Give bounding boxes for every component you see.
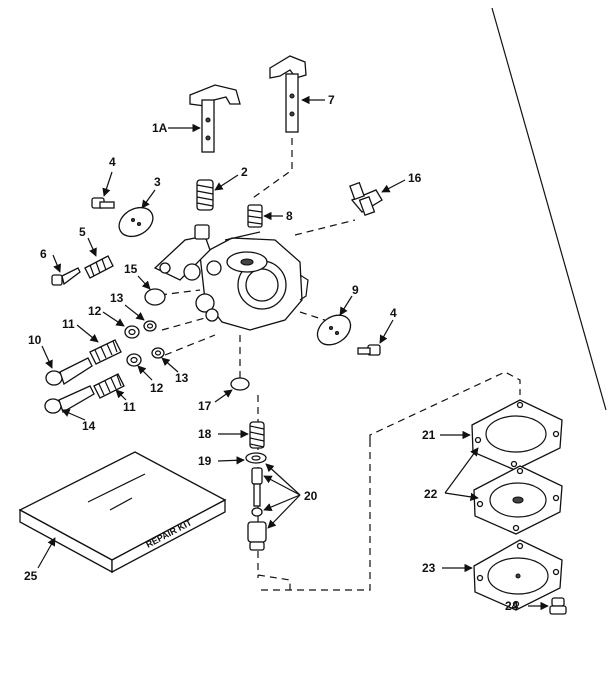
callout-9: 9 bbox=[352, 283, 359, 297]
part-18-spring bbox=[249, 421, 265, 449]
callout-arrow-11b bbox=[115, 389, 127, 401]
part-10-needle-screw bbox=[45, 357, 93, 386]
part-24-screw bbox=[549, 597, 567, 615]
callout-arrow-12a bbox=[102, 311, 125, 327]
part-22-diaphragm bbox=[473, 465, 563, 535]
callout-7: 7 bbox=[328, 93, 335, 107]
callout-5: 5 bbox=[79, 225, 86, 239]
callout-arrow-4b bbox=[379, 319, 394, 344]
callout-14: 14 bbox=[82, 419, 96, 433]
callout-arrow-5 bbox=[87, 237, 97, 257]
callout-6: 6 bbox=[40, 247, 47, 261]
part-11-spring-lower bbox=[93, 373, 125, 399]
page-edge-line bbox=[491, 7, 607, 411]
part-13-oring-lower bbox=[151, 347, 165, 359]
callout-arrow-13b bbox=[161, 357, 179, 373]
callout-17: 17 bbox=[198, 399, 212, 413]
callout-arrow-4a bbox=[102, 171, 113, 197]
part-23-diaphragm-cover bbox=[473, 539, 563, 611]
callout-12a: 12 bbox=[88, 304, 102, 318]
part-4-screw-lower bbox=[357, 344, 381, 356]
callout-3: 3 bbox=[154, 175, 161, 189]
callout-23: 23 bbox=[422, 561, 436, 575]
callout-2: 2 bbox=[241, 165, 248, 179]
callout-arrow-9 bbox=[339, 295, 353, 316]
callout-13b: 13 bbox=[175, 371, 189, 385]
callout-arrow-25 bbox=[37, 537, 56, 569]
callout-arrow-19 bbox=[217, 456, 245, 465]
assembly-guide-lines bbox=[159, 138, 521, 591]
callout-arrows-20 bbox=[263, 463, 301, 529]
callout-11a: 11 bbox=[62, 317, 75, 331]
callout-19: 19 bbox=[198, 454, 212, 468]
callout-arrow-2 bbox=[214, 174, 239, 191]
callout-arrow-3 bbox=[141, 189, 156, 209]
callout-20: 20 bbox=[304, 489, 318, 503]
callout-22: 22 bbox=[424, 487, 438, 501]
part-4-screw-upper bbox=[91, 197, 115, 209]
callout-13a: 13 bbox=[110, 291, 124, 305]
callout-8: 8 bbox=[286, 209, 293, 223]
part-19-washer bbox=[245, 452, 267, 464]
part-7-choke-shaft bbox=[269, 55, 307, 133]
part-14-needle-screw bbox=[44, 385, 95, 414]
callout-arrow-15 bbox=[137, 275, 151, 290]
callout-arrow-16 bbox=[381, 179, 406, 193]
part-15-plug bbox=[144, 288, 166, 306]
part-5-spring bbox=[84, 255, 114, 279]
callout-15: 15 bbox=[124, 262, 138, 276]
part-13-oring-upper bbox=[143, 320, 157, 332]
part-20-inlet-needle-seat bbox=[247, 467, 267, 551]
part-6-screw bbox=[51, 267, 81, 286]
part-8-idle-screw bbox=[247, 204, 263, 228]
part-17-plug bbox=[230, 377, 250, 391]
callout-24: 24 bbox=[505, 599, 519, 613]
callout-arrow-17 bbox=[214, 389, 233, 403]
callout-arrow-11a bbox=[76, 324, 99, 343]
part-16-fuel-fitting bbox=[349, 181, 383, 217]
part-11-spring-upper bbox=[89, 339, 122, 365]
part-9-choke-plate bbox=[316, 314, 352, 346]
part-carburetor-body bbox=[153, 224, 309, 331]
callout-4a: 4 bbox=[109, 155, 116, 169]
callout-arrow-13a bbox=[124, 304, 145, 321]
callout-21: 21 bbox=[422, 428, 436, 442]
callout-10: 10 bbox=[28, 333, 42, 347]
callout-arrow-14 bbox=[61, 409, 86, 421]
part-1a-throttle-shaft bbox=[189, 84, 241, 153]
callout-arrow-10 bbox=[41, 345, 53, 369]
part-25-repair-kit: REPAIR KIT bbox=[18, 451, 227, 574]
callout-25: 25 bbox=[24, 569, 38, 583]
callout-16: 16 bbox=[408, 171, 422, 185]
callout-11b: 11 bbox=[123, 400, 136, 414]
callout-12b: 12 bbox=[150, 381, 164, 395]
part-12-washer-upper bbox=[124, 325, 140, 339]
callout-18: 18 bbox=[198, 427, 212, 441]
part-12-washer-lower bbox=[126, 353, 142, 367]
callout-arrow-6 bbox=[52, 254, 62, 273]
callout-4b: 4 bbox=[390, 306, 397, 320]
part-21-gasket bbox=[471, 399, 563, 471]
callout-1a: 1A bbox=[152, 121, 168, 135]
part-3-throttle-plate bbox=[118, 206, 154, 238]
callout-arrows-22 bbox=[444, 447, 479, 502]
callout-arrow-12b bbox=[137, 365, 153, 381]
part-2-spring bbox=[196, 179, 214, 211]
